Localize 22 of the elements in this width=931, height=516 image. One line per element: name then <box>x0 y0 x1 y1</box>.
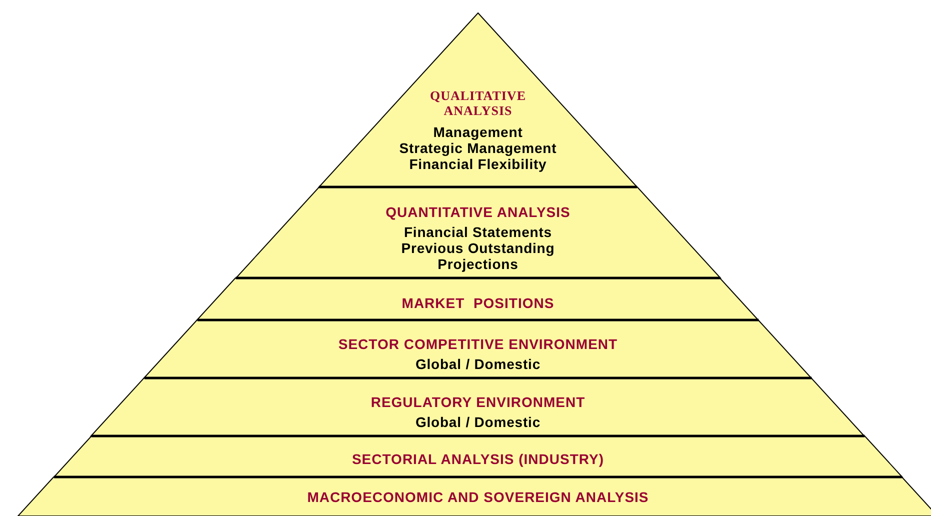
tier-item: Previous Outstanding <box>401 240 555 256</box>
tier-heading: MARKET POSITIONS <box>402 295 554 312</box>
tier-item: Financial Flexibility <box>409 156 547 172</box>
pyramid-tier <box>54 436 902 477</box>
tier-item: Financial Statements <box>404 224 552 240</box>
tier-item: Projections <box>438 256 518 272</box>
tier-heading: QUALITATIVE ANALYSIS <box>428 88 527 118</box>
tier-heading: REGULATORY ENVIRONMENT <box>370 394 586 411</box>
tier-item: Global / Domestic <box>415 356 541 372</box>
pyramid-tier <box>18 477 931 516</box>
tier-heading: MACROECONOMIC AND SOVEREIGN ANALYSIS <box>307 489 649 506</box>
pyramid-tier <box>318 13 638 187</box>
pyramid-tier <box>236 187 720 278</box>
tier-item: Management <box>433 124 523 140</box>
pyramid-tier <box>197 278 759 320</box>
tier-item: Strategic Management <box>399 140 557 156</box>
tier-item: Global / Domestic <box>415 414 541 430</box>
pyramid-tier <box>144 320 812 378</box>
pyramid-tier <box>91 378 865 436</box>
tier-heading: QUANTITATIVE ANALYSIS <box>386 204 570 221</box>
tier-heading: SECTORIAL ANALYSIS (INDUSTRY) <box>352 451 604 468</box>
tier-heading: SECTOR COMPETITIVE ENVIRONMENT <box>338 336 618 353</box>
